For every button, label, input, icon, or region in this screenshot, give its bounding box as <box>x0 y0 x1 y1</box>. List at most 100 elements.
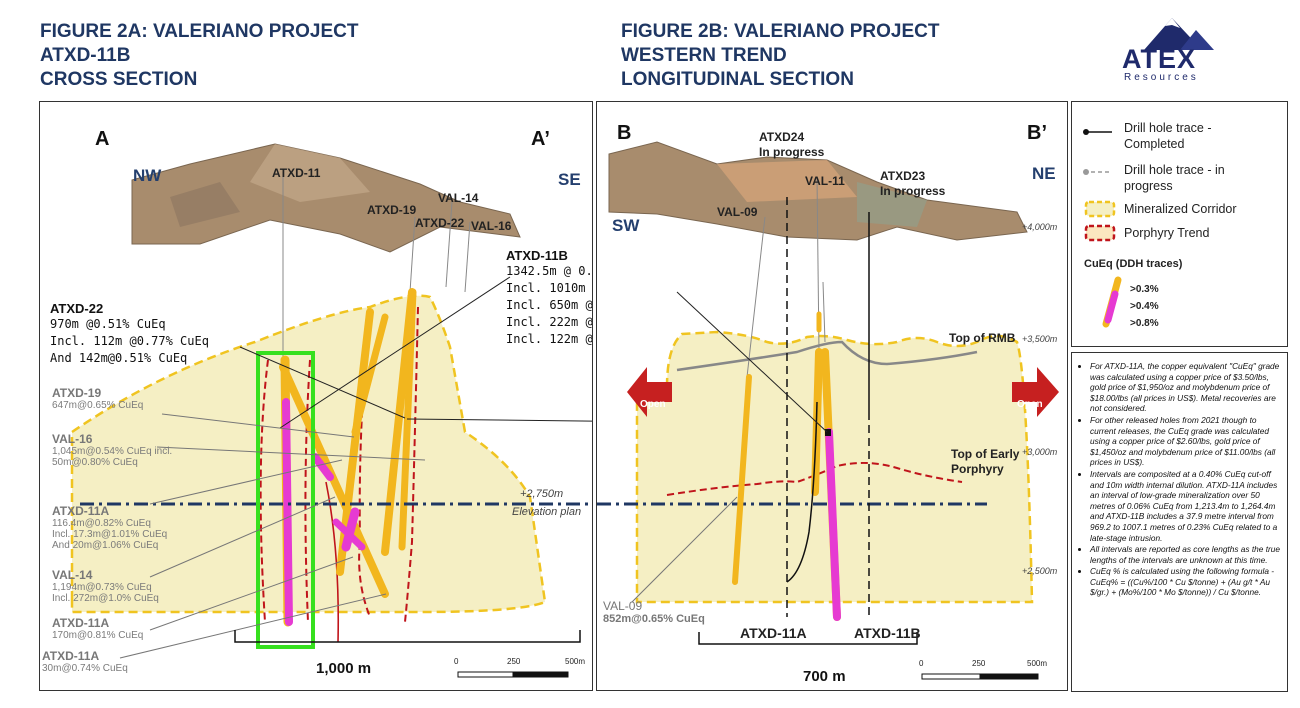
surface-label-val14: VAL-14 <box>438 191 479 205</box>
annotation-title: ATXD-11A <box>42 649 100 663</box>
longitudinal-section-graphic <box>597 141 1059 680</box>
note-item: For other released holes from 2021 thoug… <box>1090 415 1281 468</box>
corner-a: A <box>95 128 110 150</box>
panel-longitudinal-section: B B’ SW NE ATXD24 In progress ATXD23 In … <box>596 101 1068 691</box>
drill-hole-atxd11b-high <box>825 428 841 621</box>
atex-logo: ATEX Resources <box>1110 12 1240 84</box>
corner-a-prime: A’ <box>531 128 550 150</box>
annotation-title: VAL-16 <box>52 432 93 446</box>
legend-grade: >0.4% <box>1130 301 1159 312</box>
annotation-line: 116.4m@0.82% CuEq <box>52 518 151 529</box>
scale-tick: 250 <box>507 657 521 666</box>
cross-section-graphic <box>70 143 592 678</box>
annotation-line: Incl. 650m @ 0.83% CuEq <box>506 298 593 312</box>
figure-2b-title: FIGURE 2B: VALERIANO PROJECT WESTERN TRE… <box>621 20 939 92</box>
annotation-line: And 20m@1.06% CuEq <box>52 540 159 551</box>
porphyry-trend-red-solid <box>325 481 340 643</box>
highlight-box <box>256 351 315 649</box>
elevation-label: +2,750m <box>520 488 564 500</box>
val09-annotation: VAL-09 852m@0.65% CuEq <box>603 599 705 625</box>
title-line: WESTERN TREND <box>621 45 787 66</box>
label-line: ATXD24 <box>759 130 805 144</box>
scale-tick: 0 <box>454 657 459 666</box>
atxd24-label: ATXD24 In progress <box>759 130 824 160</box>
notes-list: For ATXD-11A, the copper equivalent "CuE… <box>1072 353 1287 598</box>
scale-tick: 500m <box>565 657 586 666</box>
annotation-title: VAL-09 <box>603 599 643 613</box>
label-line: Porphyry <box>951 462 1004 476</box>
legend-corridor: Mineralized Corridor <box>1124 202 1237 216</box>
annotation-line: 647m@0.65% CuEq <box>52 400 144 411</box>
title-line: FIGURE 2A: VALERIANO PROJECT <box>40 21 359 42</box>
drill-trace-val16 <box>464 221 471 293</box>
annotation-title: ATXD-11A <box>52 504 110 518</box>
drill-hole-atxd11a <box>786 401 818 583</box>
panel-cross-section: A A’ NW SE ATXD-11 ATXD-19 VAL-14 ATXD-2… <box>39 101 593 691</box>
label-line: In progress <box>759 145 825 159</box>
legend-grade: >0.8% <box>1130 318 1159 329</box>
note-item: All intervals are reported as core lengt… <box>1090 544 1281 565</box>
atex-mountain-icon <box>1144 18 1214 50</box>
atxd22-annotation: ATXD-22 970m @0.51% CuEq Incl. 112m @0.7… <box>50 301 209 367</box>
atxd11a-annotation-3: ATXD-11A 30m@0.74% CuEq <box>42 649 128 674</box>
annotation-title: ATXD-11A <box>52 616 110 630</box>
annotation-line: Incl. 272m@1.0% CuEq <box>52 593 159 604</box>
drill-trace-val11b <box>822 281 826 343</box>
drill-hole-val16 <box>381 288 416 556</box>
atxd11a-label: ATXD-11A <box>740 625 807 641</box>
atxd23-label: ATXD23 In progress <box>880 169 945 199</box>
annotation-line: Incl. 222m @ 0.94% CuEq <box>506 315 593 329</box>
val16-annotation: VAL-16 1,045m@0.54% CuEq incl. 50m@0.80%… <box>52 432 172 468</box>
elevation-plan-label: Elevation plan <box>512 506 582 518</box>
open-arrow-left-shape <box>627 367 672 417</box>
porphyry-trend-left-2 <box>304 359 311 623</box>
atxd11a-annotation-2: ATXD-11A 170m@0.81% CuEq <box>52 616 143 641</box>
elevation-label: +3,000m <box>1022 447 1058 457</box>
annotation-line: 970m @0.51% CuEq <box>50 317 166 331</box>
porphyry-swatch-icon <box>1084 224 1116 242</box>
label-line: Top of Early <box>951 447 1020 461</box>
drill-hole-val09 <box>732 374 752 585</box>
label-line: In progress <box>880 184 946 198</box>
surface-label-atxd11: ATXD-11 <box>272 166 321 180</box>
corner-b: B <box>617 122 632 144</box>
title-line: ATXD-11B <box>40 45 131 66</box>
drill-hole-atxd11a <box>279 363 389 598</box>
scale-tick: 250 <box>972 659 986 668</box>
drill-hole-atxd11b-high <box>282 398 293 626</box>
direction-sw: SW <box>612 216 640 235</box>
atxd11a-annotation-1: ATXD-11A 116.4m@0.82% CuEq Incl. 17.3m@1… <box>52 504 167 551</box>
annotation-title: ATXD-11B <box>506 248 568 263</box>
annotation-line: Incl. 1010m @0.80% CuEq <box>506 281 592 295</box>
val14-annotation: VAL-14 1,194m@0.73% CuEq Incl. 272m@1.0%… <box>52 568 159 604</box>
annotation-line: 30m@0.74% CuEq <box>42 663 128 674</box>
porphyry-trend-right-2 <box>404 306 419 623</box>
open-arrow-right-shape <box>1012 367 1059 417</box>
title-line: FIGURE 2B: VALERIANO PROJECT <box>621 21 940 42</box>
notes-panel: For ATXD-11A, the copper equivalent "CuE… <box>1071 352 1288 692</box>
direction-se: SE <box>558 170 581 189</box>
annotation-line: 1342.5m @ 0.73% CuEq <box>506 264 593 278</box>
elevation-label: +4,000m <box>1022 222 1058 232</box>
annotation-line: Incl. 122m @ 1.01% CuEq <box>506 332 593 346</box>
title-line: CROSS SECTION <box>40 69 198 90</box>
drill-trace-val14 <box>445 201 453 288</box>
annotation-line: Incl. 112m @0.77% CuEq <box>50 334 209 348</box>
top-of-early-porphyry-label: Top of Early Porphyry <box>951 447 1019 477</box>
elevation-label: +2,500m <box>1022 566 1058 576</box>
label-line: ATXD23 <box>880 169 926 183</box>
annotation-title: VAL-14 <box>52 568 93 582</box>
scale-tick: 0 <box>919 659 924 668</box>
legend-cueq-title: CuEq (DDH traces) <box>1084 258 1183 270</box>
legend-grade: >0.3% <box>1130 284 1159 295</box>
logo-name: ATEX <box>1122 44 1197 74</box>
direction-nw: NW <box>133 166 162 185</box>
scale-bar-label: 1,000 m <box>316 660 372 677</box>
title-line: LONGITUDINAL SECTION <box>621 69 854 90</box>
scale-bar-label: 700 m <box>803 668 846 685</box>
annotation-title: ATXD-19 <box>52 386 102 400</box>
scale-tick: 500m <box>1027 659 1048 668</box>
annotation-line: 170m@0.81% CuEq <box>52 630 144 641</box>
porphyry-trend-left <box>259 359 269 623</box>
atxd11b-label: ATXD-11B <box>854 625 921 641</box>
